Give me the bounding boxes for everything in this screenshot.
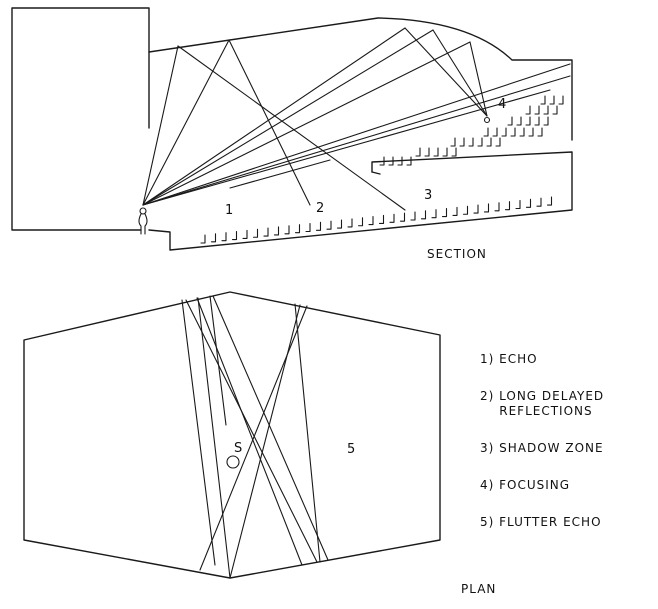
section-number-4: 4 [498,97,506,112]
seat-mark [406,156,412,166]
legend-item-echo: 1) ECHO [480,352,538,366]
focus-listener [483,116,491,124]
seat-mark [473,204,479,214]
legend-item-shadow-zone: 3) SHADOW ZONE [480,441,604,455]
seat-mark [305,222,311,233]
seat-mark [536,197,542,207]
seat-mark [468,137,474,147]
seat-mark [452,206,458,216]
seat-mark [242,229,248,239]
section-number-2: 2 [316,201,324,216]
seat-mark [315,221,322,231]
legend-item-focusing: 4) FOCUSING [480,478,571,492]
balcony-underside [371,171,381,175]
seat-mark [420,210,427,220]
plan-number-5: 5 [347,442,355,457]
legend-item-flutter-echo: 5) FLUTTER ECHO [480,515,602,529]
seat-mark [441,208,448,218]
legend-item-long-delayed: 2) LONG DELAYED REFLECTIONS [480,389,605,418]
legend: 1) ECHO 2) LONG DELAYED REFLECTIONS 3) S… [480,352,655,552]
seat-mark [510,127,516,137]
seat-mark [252,228,259,238]
seat-mark [433,147,439,157]
plan-drawing: S 5 [23,291,441,579]
seat-mark [534,116,540,126]
seat-mark [200,234,206,244]
seat-mark [379,156,385,166]
seat-mark [442,147,448,157]
seat-mark [515,199,521,210]
seat-mark [534,105,540,115]
seat-mark [284,225,290,235]
plan-outline [23,291,441,579]
seat-mark [483,203,490,213]
seat-mark [294,224,301,234]
section-caption: SECTION [427,247,487,261]
seat-mark [399,212,406,222]
seat-mark [558,95,564,105]
seat-mark [462,205,469,215]
seat-mark [378,214,385,224]
seat-mark [410,211,416,221]
seat-mark [326,220,332,230]
seat-mark [525,116,531,126]
flutter-rays [181,295,329,579]
seat-mark [273,226,280,236]
seat-mark [450,137,456,147]
performer-figure [138,207,148,235]
seat-mark [525,105,531,115]
seat-mark [525,198,532,208]
seat-mark [263,227,269,237]
seat-mark [231,231,238,241]
seat-mark [519,127,525,137]
seat-mark [415,147,421,157]
seat-mark [494,202,500,212]
section-number-3: 3 [424,188,432,203]
seat-mark [388,156,394,166]
section-drawing: 1 2 3 4 [11,7,573,251]
seat-mark [495,137,501,147]
seat-mark [492,127,498,137]
seat-mark [528,127,534,137]
seat-mark [424,147,430,157]
seat-mark [504,201,511,211]
seat-mark [543,116,549,126]
seat-mark [431,209,437,219]
seat-mark [552,105,558,115]
seat-mark [368,216,374,226]
plan-caption: PLAN [461,582,497,596]
seat-mark [397,156,403,166]
seat-mark [221,232,227,242]
section-number-1: 1 [225,203,233,218]
seat-mark [477,137,483,147]
seat-mark [210,233,217,243]
seat-mark [501,127,507,137]
seat-mark [543,105,549,115]
seat-mark [546,196,553,206]
source-circle [226,455,240,469]
seat-mark [451,147,457,157]
orchestra-floor [148,151,573,251]
seat-mark [459,137,465,147]
seat-mark [336,219,343,229]
seat-mark [486,137,492,147]
seat-mark [389,213,395,223]
seat-mark [507,116,513,126]
seating-rows [200,95,564,244]
seat-mark [347,218,353,228]
ceiling-outline [148,17,573,141]
seat-mark [540,95,546,105]
sound-rays [142,27,571,211]
seat-mark [537,127,543,137]
seat-mark [516,116,522,126]
seat-mark [357,217,364,227]
plan-source-label: S [234,441,242,456]
seat-mark [483,127,489,137]
stage-house-outline [11,7,150,231]
seat-mark [549,95,555,105]
